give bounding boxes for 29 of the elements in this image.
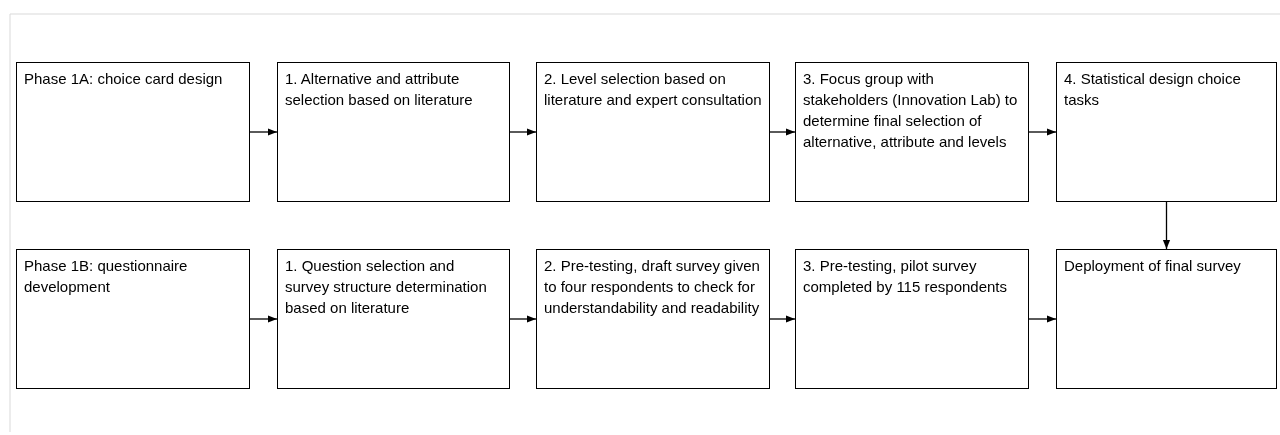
arrow <box>1028 315 1057 323</box>
arrow <box>249 315 278 323</box>
process-box <box>277 249 510 389</box>
step-text: 2. Pre-testing, draft survey given to four respondents to check for understandability and readability <box>544 256 761 318</box>
step-text: Deployment of final survey <box>1064 256 1242 276</box>
step-text: 2. Level selection based on literature and expert consultation <box>544 69 762 110</box>
arrow <box>249 128 278 136</box>
arrow <box>1162 201 1171 250</box>
step-text: 3. Focus group with stakeholders (Innovation Lab) to determine final selection of alternative, attribute and levels <box>803 69 1019 152</box>
arrow <box>509 315 537 323</box>
process-box <box>536 249 770 389</box>
arrow <box>769 315 796 323</box>
process-box <box>16 62 250 202</box>
arrow <box>509 128 537 136</box>
step-text: 1. Question selection and survey structure determination based on literature <box>285 256 488 318</box>
step-text: 4. Statistical design choice tasks <box>1064 69 1242 110</box>
process-box <box>1056 62 1277 202</box>
process-box <box>1056 249 1277 389</box>
step-text: Phase 1A: choice card design <box>24 69 224 89</box>
process-box <box>16 249 250 389</box>
step-text: Phase 1B: questionnaire development <box>24 256 189 297</box>
step-text: 3. Pre-testing, pilot survey completed by 115 respondents <box>803 256 1009 297</box>
arrow <box>769 128 796 136</box>
process-box <box>795 249 1029 389</box>
arrow <box>1028 128 1057 136</box>
process-box <box>795 62 1029 202</box>
step-text: 1. Alternative and attribute selection based on literature <box>285 69 474 110</box>
process-box <box>277 62 510 202</box>
process-box <box>536 62 770 202</box>
